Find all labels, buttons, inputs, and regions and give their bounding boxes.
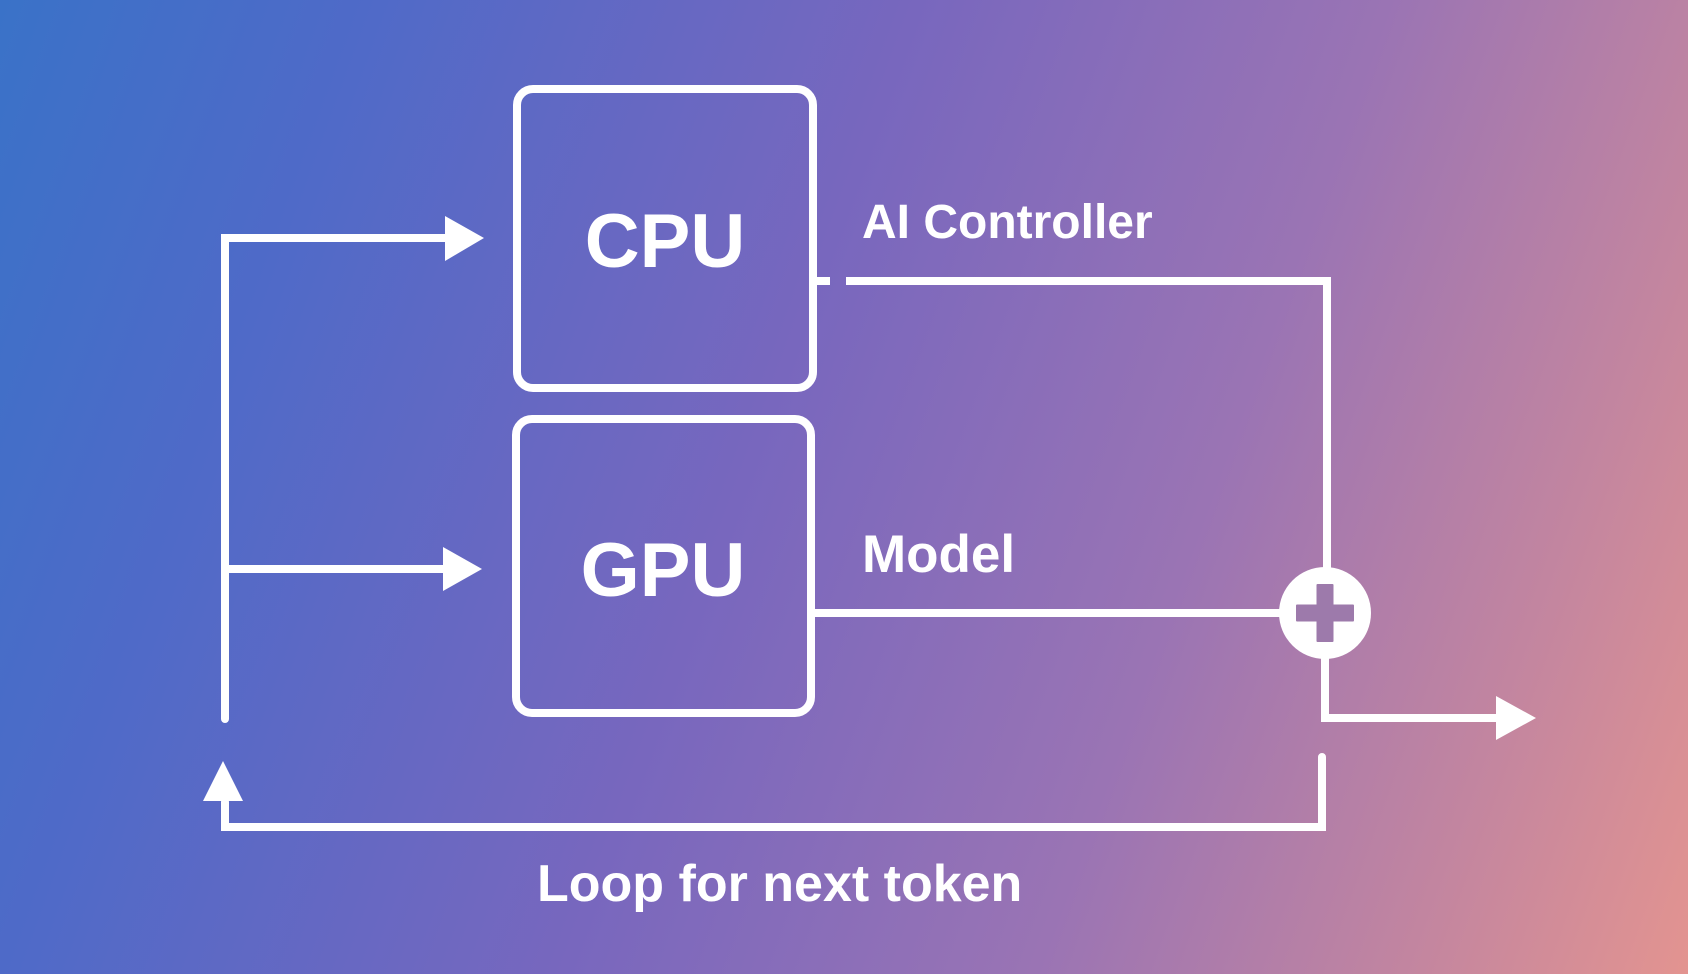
- gpu-label: GPU: [581, 528, 746, 613]
- loop-label: Loop for next token: [537, 855, 1022, 913]
- gpu-input-arrowhead: [443, 547, 482, 591]
- output-line: [1321, 650, 1498, 722]
- cpu-output-line: [846, 277, 1331, 580]
- cpu-box: [513, 85, 817, 392]
- model-label: Model: [862, 525, 1015, 584]
- cpu-input-arrowhead: [445, 216, 484, 261]
- feedback-arrowhead: [203, 761, 243, 801]
- feedback-loop-line: [221, 753, 1326, 831]
- input-trunk-line: [221, 234, 451, 723]
- ai-controller-label: AI Controller: [862, 196, 1153, 249]
- cpu-label: CPU: [585, 199, 745, 284]
- output-arrowhead: [1496, 696, 1536, 740]
- plus-icon: [1296, 584, 1354, 642]
- gpu-box: [512, 415, 815, 717]
